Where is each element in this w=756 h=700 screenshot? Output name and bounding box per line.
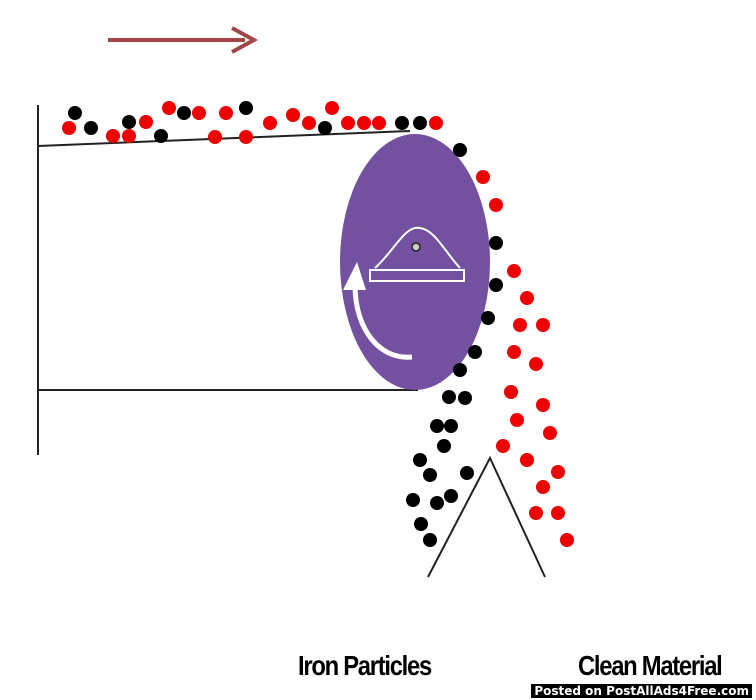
particles: [62, 101, 574, 547]
iron-particles-label: Iron Particles: [298, 650, 432, 681]
clean-particle: [286, 108, 300, 122]
clean-particle: [263, 116, 277, 130]
clean-particle: [543, 426, 557, 440]
iron-particle: [430, 419, 444, 433]
clean-particle: [192, 106, 206, 120]
iron-particle: [318, 121, 332, 135]
clean-particle: [496, 439, 510, 453]
iron-particle: [414, 517, 428, 531]
iron-particle: [413, 116, 427, 130]
clean-particle: [551, 465, 565, 479]
watermark: Posted on PostAllAds4Free.com: [531, 684, 752, 698]
clean-particle: [507, 345, 521, 359]
clean-particle: [476, 170, 490, 184]
splitter: [427, 455, 546, 578]
clean-particle: [536, 480, 550, 494]
iron-particle: [423, 468, 437, 482]
clean-particle: [489, 198, 503, 212]
iron-particle: [453, 143, 467, 157]
iron-particle: [239, 101, 253, 115]
iron-particle: [481, 311, 495, 325]
iron-particle: [453, 363, 467, 377]
magnet-icon: [369, 226, 465, 282]
iron-particle: [489, 236, 503, 250]
clean-particle: [529, 506, 543, 520]
clean-particle: [219, 106, 233, 120]
iron-particle: [122, 115, 136, 129]
iron-particle: [395, 116, 409, 130]
clean-particle: [504, 385, 518, 399]
iron-particle: [460, 466, 474, 480]
clean-particle: [106, 129, 120, 143]
iron-particle: [154, 129, 168, 143]
rotation-arrow-icon: [343, 262, 413, 360]
iron-particle: [444, 489, 458, 503]
iron-particle: [437, 439, 451, 453]
clean-particle: [520, 453, 534, 467]
iron-particle: [68, 106, 82, 120]
clean-particle: [560, 533, 574, 547]
direction-arrow-icon: [108, 26, 259, 54]
iron-particle: [442, 390, 456, 404]
magnetic-roller: [340, 134, 490, 390]
clean-particle: [513, 318, 527, 332]
clean-material-label: Clean Material: [578, 650, 723, 681]
clean-particle: [302, 116, 316, 130]
clean-particle: [536, 398, 550, 412]
iron-particle: [489, 278, 503, 292]
clean-particle: [520, 291, 534, 305]
clean-particle: [536, 318, 550, 332]
iron-particle: [177, 106, 191, 120]
clean-particle: [122, 129, 136, 143]
clean-particle: [357, 116, 371, 130]
clean-particle: [325, 101, 339, 115]
clean-particle: [162, 101, 176, 115]
clean-particle: [429, 116, 443, 130]
iron-particle: [430, 496, 444, 510]
iron-particle: [84, 121, 98, 135]
clean-particle: [341, 116, 355, 130]
conveyor-frame: [37, 105, 418, 455]
clean-particle: [139, 115, 153, 129]
clean-particle: [62, 121, 76, 135]
clean-particle: [529, 357, 543, 371]
clean-particle: [510, 413, 524, 427]
iron-particle: [444, 419, 458, 433]
iron-particle: [458, 391, 472, 405]
clean-particle: [551, 506, 565, 520]
iron-particle: [406, 493, 420, 507]
clean-particle: [507, 264, 521, 278]
clean-particle: [208, 130, 222, 144]
clean-particle: [239, 130, 253, 144]
iron-particle: [413, 453, 427, 467]
clean-particle: [372, 116, 386, 130]
iron-particle: [468, 345, 482, 359]
iron-particle: [423, 533, 437, 547]
